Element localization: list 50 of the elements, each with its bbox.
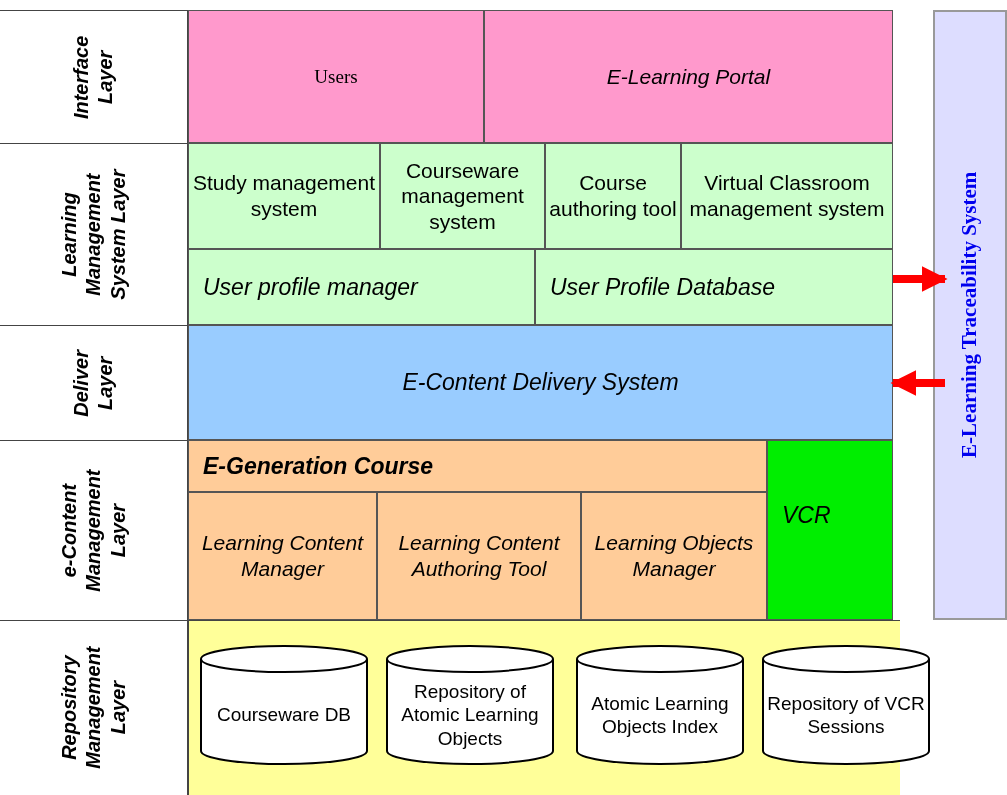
component-label: E-Generation Course xyxy=(203,451,434,480)
component-label: Learning Content Authoring Tool xyxy=(397,530,562,582)
component-label: Repository of VCR Sessions xyxy=(766,691,926,739)
component-label: User profile manager xyxy=(203,272,418,301)
component-box xyxy=(484,10,893,143)
component-box xyxy=(188,325,893,440)
layer-header-cell xyxy=(0,143,188,325)
arrow xyxy=(890,370,945,396)
component-box xyxy=(380,143,545,249)
layer-label: Learning Management System Layer xyxy=(56,167,130,302)
component-box xyxy=(188,440,767,492)
layer-label: Interface Layer xyxy=(69,34,118,121)
component-label: Course authoring tool xyxy=(548,170,678,222)
layer-label: e-Content Management Layer xyxy=(56,468,130,594)
database-cylinder xyxy=(200,645,368,765)
component-box xyxy=(188,492,377,620)
database-cylinder xyxy=(762,645,930,765)
component-box xyxy=(767,440,893,620)
component-box xyxy=(377,492,581,620)
side-panel xyxy=(933,10,1007,620)
component-box xyxy=(545,143,681,249)
component-label: VCR xyxy=(782,501,831,530)
component-label: Study management system xyxy=(191,170,377,222)
component-label: Virtual Classroom management system xyxy=(688,170,886,222)
component-box xyxy=(188,249,535,325)
layer-label: Deliver Layer xyxy=(69,348,118,419)
layer-header-cell xyxy=(0,620,188,795)
system-label: E-Learning Traceability System xyxy=(957,171,983,459)
component-box xyxy=(535,249,893,325)
layer-header-cell xyxy=(0,325,188,440)
database-cylinder xyxy=(576,645,744,765)
component-box xyxy=(188,10,484,143)
component-box xyxy=(188,143,380,249)
component-label: Learning Objects Manager xyxy=(593,530,755,582)
component-label: Courseware management system xyxy=(400,157,525,235)
component-label: E-Learning Portal xyxy=(606,63,771,90)
layer-header-cell xyxy=(0,10,188,143)
component-label: Courseware DB xyxy=(216,703,352,727)
layer-label: Repository Management Layer xyxy=(56,645,130,772)
component-box xyxy=(581,492,767,620)
component-label: Repository of Atomic Learning Objects xyxy=(400,680,540,750)
database-cylinder xyxy=(386,645,554,765)
component-label: E-Content Delivery System xyxy=(402,368,679,397)
component-label: Learning Content Manager xyxy=(200,530,365,582)
layer-header-cell xyxy=(0,440,188,620)
component-label: Atomic Learning Objects Index xyxy=(590,691,730,739)
arrow xyxy=(893,266,948,292)
component-label: User Profile Database xyxy=(550,272,775,301)
component-label: Users xyxy=(314,64,358,89)
component-box xyxy=(681,143,893,249)
